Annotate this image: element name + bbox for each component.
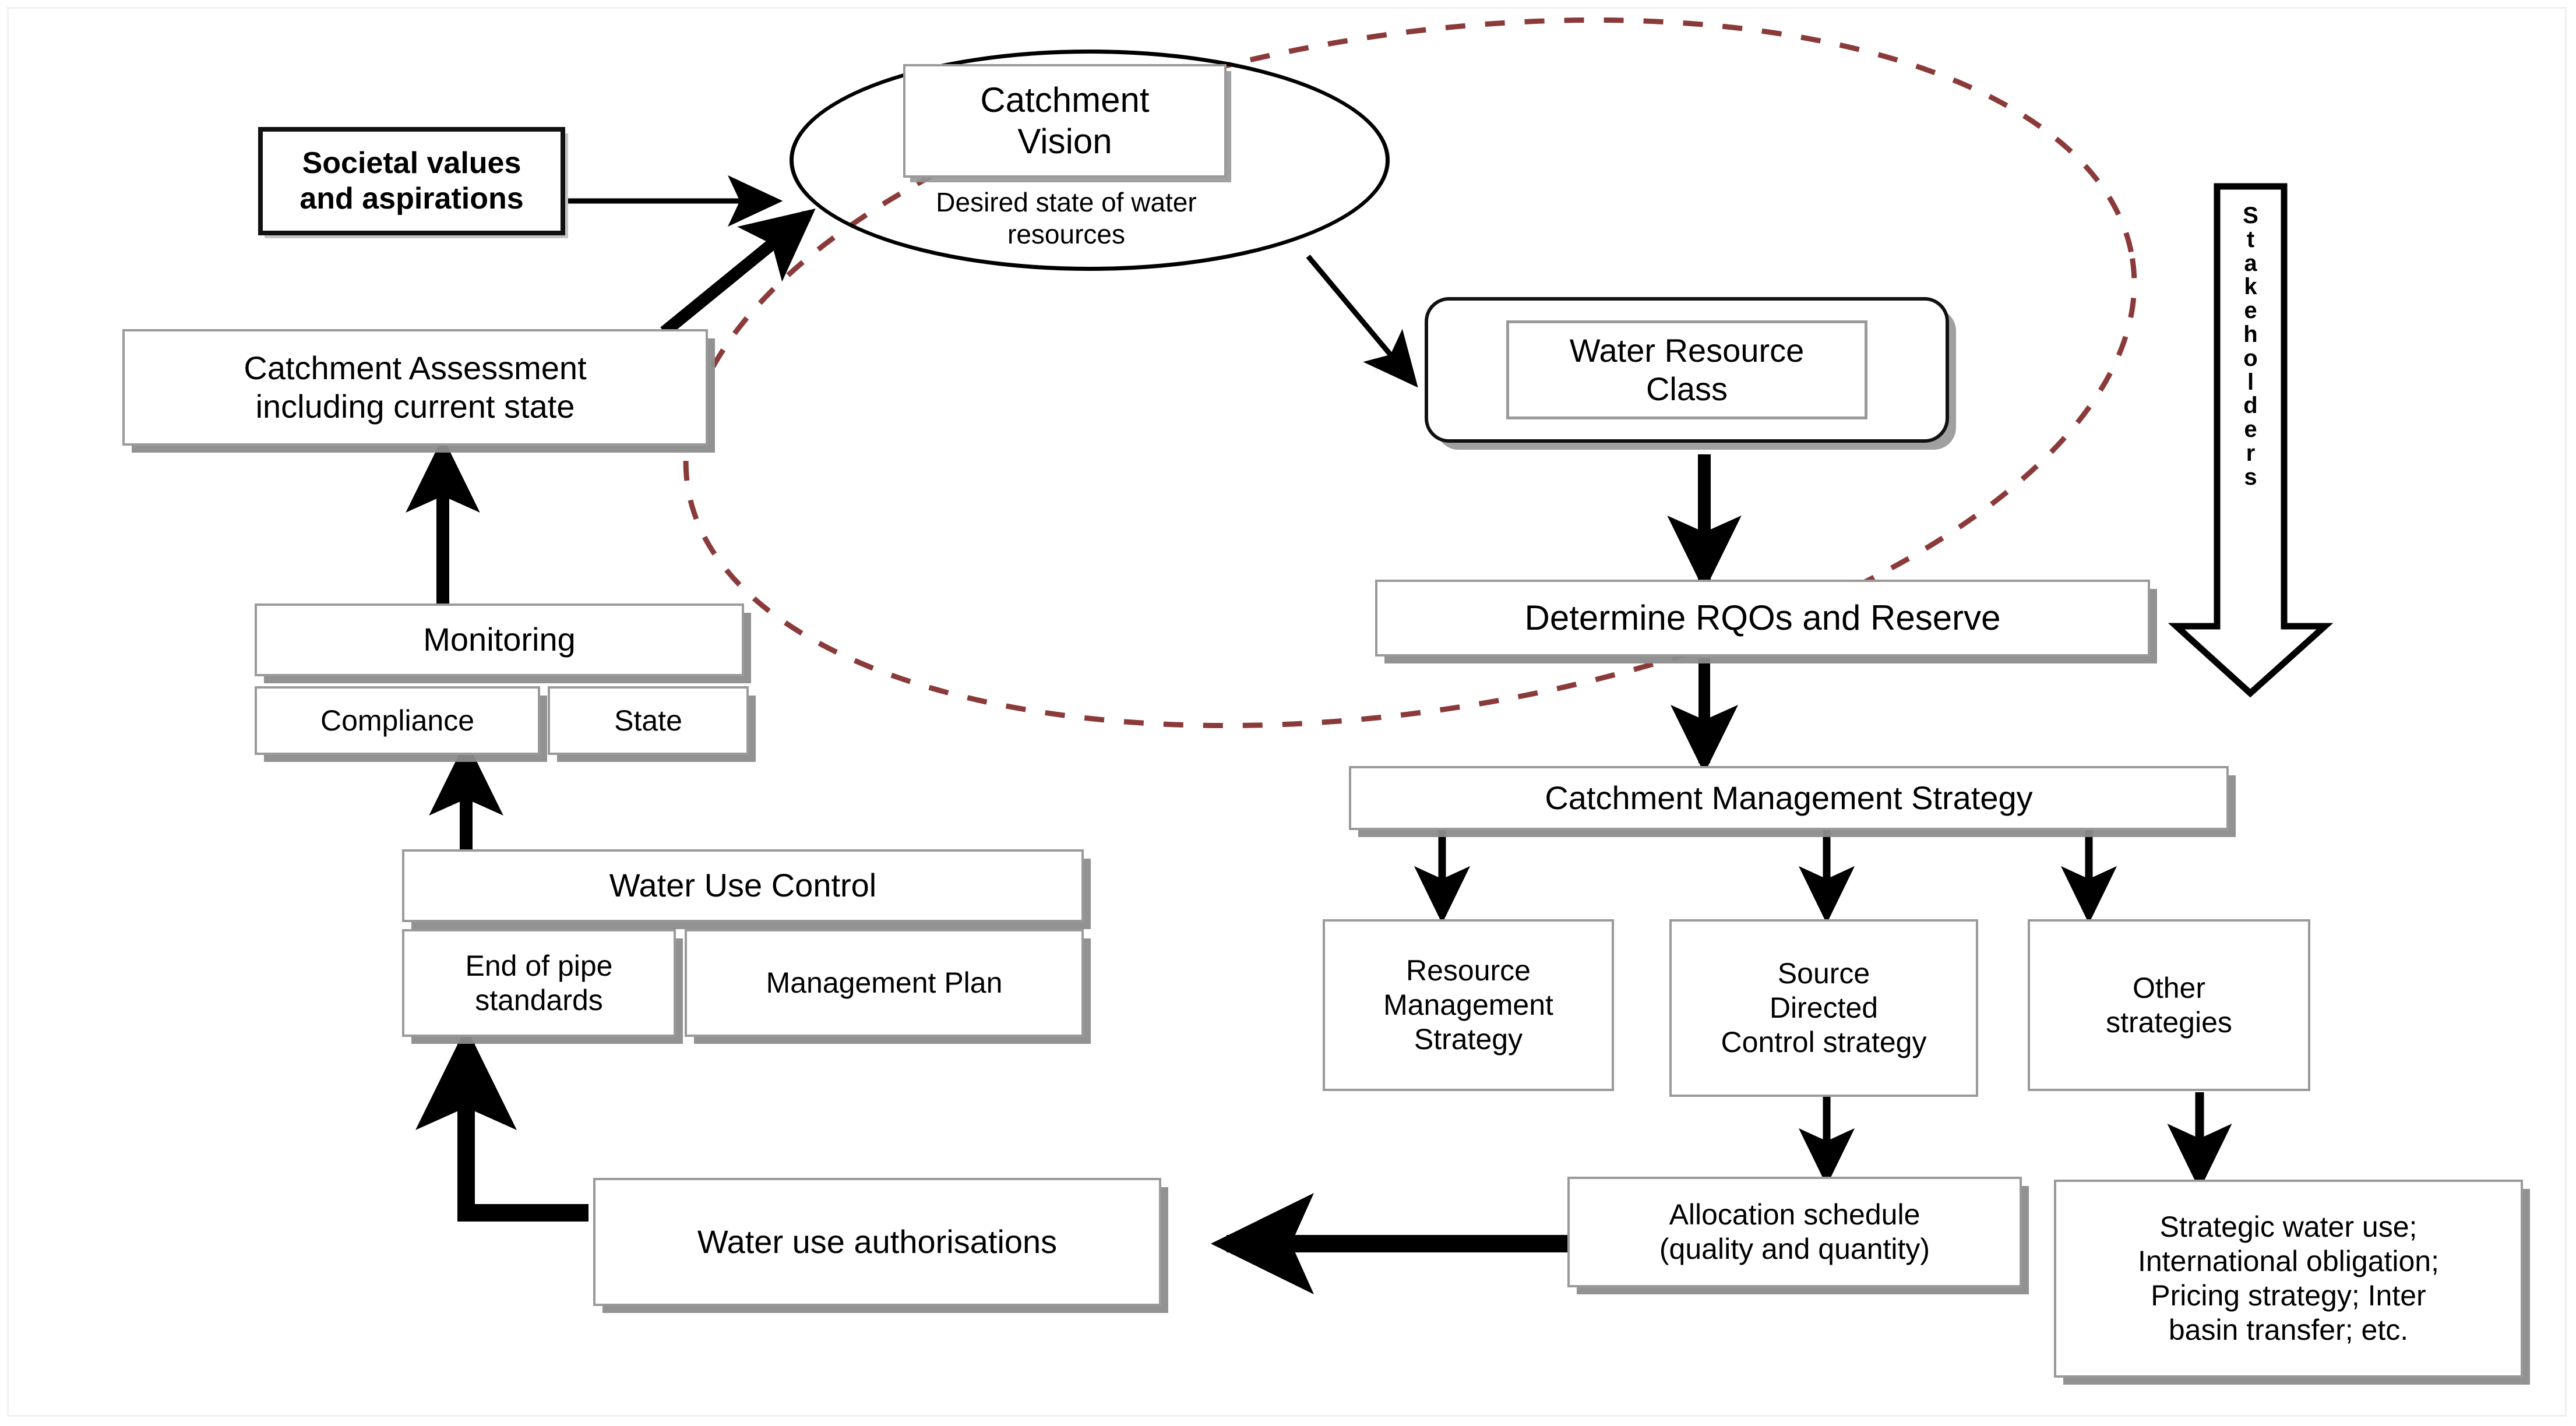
node-catchment-management-strategy-label: Catchment Management Strategy: [1545, 779, 2033, 816]
node-other-strategies[interactable]: Other strategies: [2028, 919, 2310, 1091]
node-water-resource-class-inner: Water Resource Class: [1506, 320, 1867, 419]
node-societal-values[interactable]: Societal values and aspirations: [258, 127, 565, 235]
node-water-use-authorisations[interactable]: Water use authorisations: [593, 1178, 1161, 1306]
stakeholders-block-arrow: [2168, 183, 2334, 698]
node-catchment-assessment[interactable]: Catchment Assessment including current s…: [122, 329, 708, 446]
stakeholders-letter: e: [2244, 298, 2257, 324]
stakeholders-letter: o: [2243, 345, 2258, 371]
catchment-vision-ellipse: [790, 50, 1390, 271]
node-management-plan[interactable]: Management Plan: [685, 929, 1084, 1037]
node-end-of-pipe-standards[interactable]: End of pipe standards: [402, 929, 676, 1037]
node-strategic-water-use[interactable]: Strategic water use; International oblig…: [2054, 1180, 2523, 1378]
stakeholders-letter: r: [2246, 440, 2256, 466]
stakeholders-letter: d: [2243, 393, 2258, 419]
edge-authorisations-to-endofpipe: [415, 1027, 589, 1222]
stakeholders-letter: t: [2246, 226, 2255, 252]
stakeholders-letter: e: [2244, 416, 2257, 443]
node-determine-rqos-label: Determine RQOs and Reserve: [1524, 598, 2001, 637]
node-monitoring-label: Monitoring: [423, 621, 576, 658]
stakeholders-letter: S: [2243, 203, 2258, 228]
node-source-directed-control[interactable]: Source Directed Control strategy: [1669, 919, 1978, 1097]
stakeholders-arrow-label-wrap: S t a k e h o l d e r s: [2217, 186, 2284, 629]
catchment-vision-subtitle: Desired state of water resources: [936, 187, 1197, 250]
node-resource-management-strategy[interactable]: Resource Management Strategy: [1323, 919, 1614, 1091]
node-allocation-schedule[interactable]: Allocation schedule (quality and quantit…: [1567, 1177, 2022, 1287]
node-compliance[interactable]: Compliance: [255, 686, 540, 755]
node-water-resource-class-label: Water Resource Class: [1569, 331, 1805, 407]
stakeholders-letter: h: [2243, 321, 2258, 347]
edge-assessment-to-vision: [660, 209, 816, 337]
node-water-use-control-label: Water Use Control: [609, 867, 877, 904]
node-source-directed-control-label: Source Directed Control strategy: [1721, 957, 1927, 1058]
node-determine-rqos[interactable]: Determine RQOs and Reserve: [1375, 580, 2150, 656]
node-catchment-vision[interactable]: Catchment Vision: [903, 64, 1227, 178]
stakeholders-letter: k: [2244, 274, 2257, 300]
node-catchment-vision-label: Catchment Vision: [980, 80, 1150, 161]
node-societal-values-label: Societal values and aspirations: [299, 146, 524, 216]
edge-vision-to-wrclass: [1306, 255, 1418, 388]
node-end-of-pipe-standards-label: End of pipe standards: [465, 949, 613, 1016]
node-catchment-assessment-label: Catchment Assessment including current s…: [244, 349, 587, 425]
node-allocation-schedule-label: Allocation schedule (quality and quantit…: [1659, 1198, 1930, 1265]
node-water-use-authorisations-label: Water use authorisations: [697, 1223, 1058, 1260]
node-strategic-water-use-label: Strategic water use; International oblig…: [2137, 1210, 2440, 1346]
node-state[interactable]: State: [548, 686, 749, 755]
node-water-use-control[interactable]: Water Use Control: [402, 849, 1084, 922]
stakeholder-scope-ellipse: [683, 17, 2137, 729]
stakeholders-letter: l: [2247, 369, 2254, 395]
node-water-resource-class[interactable]: Water Resource Class: [1425, 297, 1949, 443]
node-monitoring[interactable]: Monitoring: [255, 603, 744, 676]
node-state-label: State: [614, 704, 682, 737]
node-management-plan-label: Management Plan: [766, 966, 1003, 999]
stakeholders-letter: s: [2244, 464, 2257, 490]
node-resource-management-strategy-label: Resource Management Strategy: [1383, 954, 1553, 1056]
stakeholders-letter: a: [2244, 250, 2257, 276]
node-other-strategies-label: Other strategies: [2106, 971, 2232, 1039]
stakeholders-label: S t a k e h o l d e r s: [2217, 186, 2284, 489]
node-compliance-label: Compliance: [320, 704, 474, 737]
node-catchment-management-strategy[interactable]: Catchment Management Strategy: [1349, 766, 2229, 830]
